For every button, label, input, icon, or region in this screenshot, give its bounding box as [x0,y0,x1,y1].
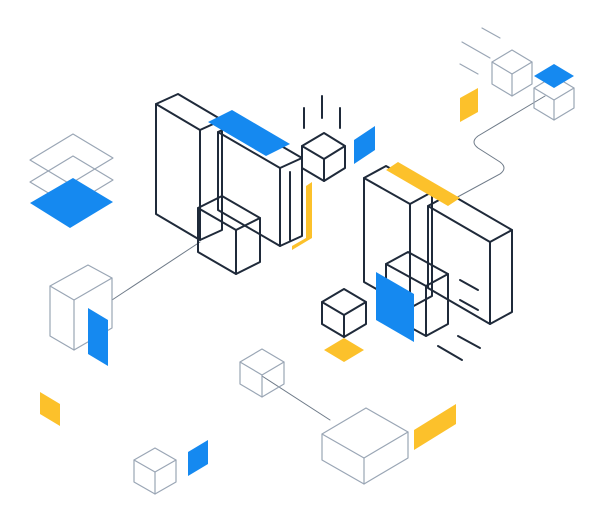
center-bottom-yellow-tile [324,338,364,362]
center-blue-tile [354,126,375,164]
bottom-flat-box-icon [321,407,409,485]
left-cluster-yellow-edge [292,182,312,250]
left-yellow-tile [40,392,60,426]
layer-stack-icon [29,133,114,228]
drop-lines [303,95,341,129]
layer-stack-blue-tile [30,178,113,228]
bottom-yellow-panel [414,404,456,450]
motion-lines-right [437,335,481,361]
top-right-yellow-tile [460,88,478,122]
bottom-blue-tile [188,440,208,476]
right-cluster-blue-panel [376,272,414,342]
right-cluster-yellow-edge [386,162,460,206]
top-right-blue-tile [534,64,574,88]
motion-lines-top-right [459,27,501,75]
connector-lines [111,95,546,421]
bottom-small-cube-icon [239,348,285,398]
bottom-left-cube-icon [133,447,177,495]
left-blue-panel [88,308,108,366]
center-bottom-cube-icon [321,288,367,338]
center-floating-cube-icon [301,132,346,182]
top-right-cube-icon [491,49,533,97]
left-outline-cube-icon [49,264,113,351]
right-panel-cluster-icon [363,165,513,337]
left-cluster-blue-panel [208,110,290,156]
